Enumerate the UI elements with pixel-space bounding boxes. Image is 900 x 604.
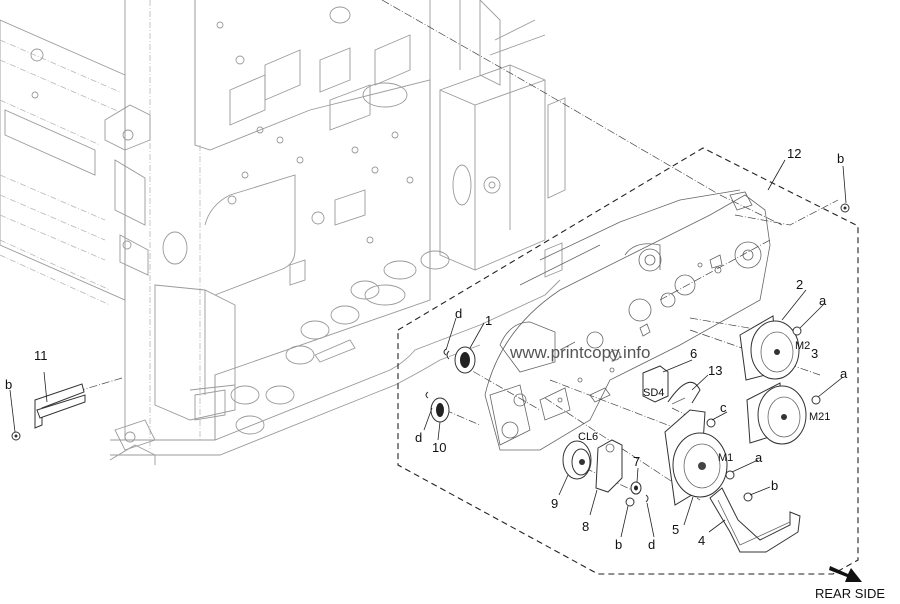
label-a: a (819, 293, 827, 308)
main-frame (0, 0, 783, 465)
screw-a-m2[interactable] (792, 326, 802, 336)
part-3-motor-m21[interactable] (746, 382, 807, 445)
part-13-spring[interactable] (667, 381, 701, 405)
label-d: d (455, 306, 462, 321)
label-sd4: SD4 (643, 387, 664, 399)
watermark: www.printcopy.info (509, 343, 650, 362)
fastener-d-ring[interactable] (645, 494, 649, 503)
label-m21: M21 (809, 411, 830, 423)
label-b: b (771, 478, 778, 493)
label-10: 10 (432, 440, 446, 455)
drive-frame-assembly (484, 189, 771, 451)
label-1: 1 (485, 313, 492, 328)
label-4: 4 (698, 533, 705, 548)
assembly-boundary (397, 147, 859, 575)
part-1-gear[interactable] (443, 346, 476, 374)
label-12: 12 (787, 146, 801, 161)
label-2: 2 (796, 277, 803, 292)
part-10-gear[interactable] (425, 391, 450, 423)
fastener-b-screw[interactable] (625, 497, 635, 507)
label-8: 8 (582, 519, 589, 534)
part-7-bushing[interactable] (630, 481, 642, 495)
label-c: c (720, 400, 727, 415)
ring-d-1[interactable] (446, 350, 450, 360)
label-d: d (648, 537, 655, 552)
screw-c[interactable] (706, 418, 716, 428)
label-m1: M1 (718, 452, 733, 464)
part-11-bracket[interactable] (34, 383, 86, 429)
part-9-clutch[interactable] (562, 440, 592, 480)
label-b: b (5, 377, 12, 392)
label-6: 6 (690, 346, 697, 361)
label-7: 7 (633, 454, 640, 469)
leader-lines (9, 159, 847, 538)
callout-labels: 12 b d 1 d 10 6 SD4 13 2 a M2 3 a M21 c … (5, 146, 848, 552)
label-m2: M2 (795, 340, 810, 352)
label-cl6: CL6 (578, 431, 598, 443)
label-b: b (615, 537, 622, 552)
rear-arrow-icon (829, 566, 862, 582)
label-b: b (837, 151, 844, 166)
label-a: a (840, 366, 848, 381)
part-5-motor-m1[interactable] (664, 409, 728, 506)
part-4-harness-guide[interactable] (709, 487, 801, 553)
label-d: d (415, 430, 422, 445)
label-3: 3 (811, 346, 818, 361)
part-2-motor-m2[interactable] (739, 315, 800, 381)
part-8-bracket[interactable] (595, 439, 623, 493)
label-9: 9 (551, 496, 558, 511)
rear-side-indicator: REAR SIDE (815, 566, 885, 601)
screw-a-m21[interactable] (811, 395, 821, 405)
screw-b-harness[interactable] (743, 492, 753, 502)
rear-side-label: REAR SIDE (815, 586, 885, 601)
screw-b-top-right[interactable] (840, 203, 850, 213)
screw-a-m1[interactable] (725, 470, 735, 480)
label-5: 5 (672, 522, 679, 537)
part-6-solenoid-sd4[interactable] (642, 365, 669, 403)
label-13: 13 (708, 363, 722, 378)
label-11: 11 (34, 348, 48, 363)
label-a: a (755, 450, 763, 465)
screw-b-left[interactable] (11, 431, 21, 441)
